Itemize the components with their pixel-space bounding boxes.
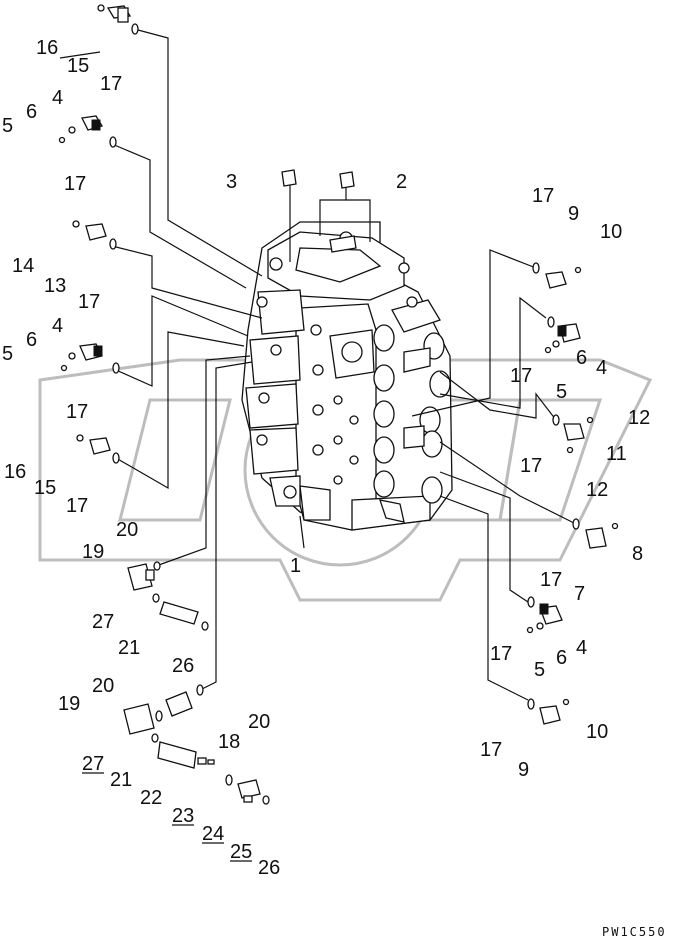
callout-20: 20 <box>248 711 270 733</box>
callout-14: 14 <box>12 255 34 277</box>
callout-15: 15 <box>67 55 89 77</box>
callout-16: 16 <box>36 37 58 59</box>
callout-17: 17 <box>66 495 88 517</box>
callout-18: 18 <box>218 731 240 753</box>
callout-4: 4 <box>52 87 63 109</box>
callout-6: 6 <box>26 329 37 351</box>
callout-5: 5 <box>556 381 567 403</box>
callout-5: 5 <box>2 115 13 137</box>
callout-17: 17 <box>532 185 554 207</box>
callout-5: 5 <box>534 659 545 681</box>
fitting-plug-4-upper <box>81 115 103 131</box>
callout-8: 8 <box>632 543 643 565</box>
label-underlines <box>82 772 252 862</box>
callout-17: 17 <box>480 739 502 761</box>
callout-21: 21 <box>118 637 140 659</box>
callout-6: 6 <box>26 101 37 123</box>
callout-27: 27 <box>82 753 104 775</box>
callout-19: 19 <box>58 693 80 715</box>
callout-10: 10 <box>586 721 608 743</box>
callout-23: 23 <box>172 805 194 827</box>
callout-25: 25 <box>230 841 252 863</box>
callout-labels: 16 15 17 4 6 5 17 3 2 14 13 17 4 6 5 17 … <box>2 37 650 879</box>
callout-9: 9 <box>518 759 529 781</box>
callout-22: 22 <box>140 787 162 809</box>
callout-6: 6 <box>576 347 587 369</box>
callout-1: 1 <box>290 555 301 577</box>
fitting-elbow-15 <box>106 5 132 23</box>
callout-17: 17 <box>520 455 542 477</box>
callout-4: 4 <box>52 315 63 337</box>
callout-20: 20 <box>92 675 114 697</box>
callout-19: 19 <box>82 541 104 563</box>
callout-3: 3 <box>226 171 237 193</box>
callout-7: 7 <box>574 583 585 605</box>
callout-17: 17 <box>540 569 562 591</box>
callout-13: 13 <box>44 275 66 297</box>
callout-16: 16 <box>4 461 26 483</box>
callout-9: 9 <box>568 203 579 225</box>
callout-27: 27 <box>92 611 114 633</box>
callout-24: 24 <box>202 823 224 845</box>
fittings <box>58 4 619 805</box>
callout-12: 12 <box>586 479 608 501</box>
callout-17: 17 <box>66 401 88 423</box>
callout-26: 26 <box>172 655 194 677</box>
callout-17: 17 <box>78 291 100 313</box>
callout-5: 5 <box>2 343 13 365</box>
callout-4: 4 <box>576 637 587 659</box>
callout-26: 26 <box>258 857 280 879</box>
callout-4: 4 <box>596 357 607 379</box>
callout-6: 6 <box>556 647 567 669</box>
callout-20: 20 <box>116 519 138 541</box>
callout-17: 17 <box>64 173 86 195</box>
callout-2: 2 <box>396 171 407 193</box>
callout-10: 10 <box>600 221 622 243</box>
control-valve-body <box>241 221 453 531</box>
callout-17: 17 <box>100 73 122 95</box>
callout-12: 12 <box>628 407 650 429</box>
callout-17: 17 <box>510 365 532 387</box>
callout-17: 17 <box>490 643 512 665</box>
drawing-code: PW1C550 <box>602 925 667 939</box>
callout-11: 11 <box>606 443 627 465</box>
callout-21: 21 <box>110 769 132 791</box>
callout-15: 15 <box>34 477 56 499</box>
